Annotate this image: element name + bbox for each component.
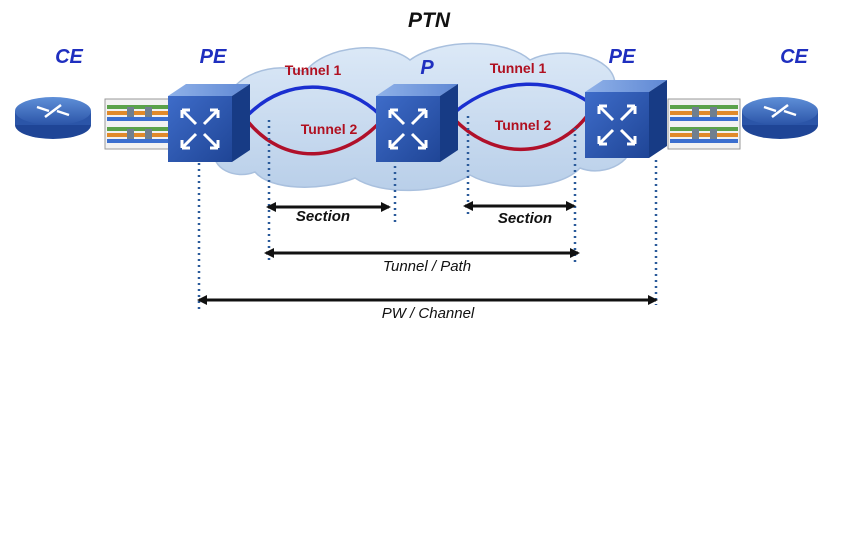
tunnel-lines xyxy=(243,82,592,156)
ce-right-router-icon xyxy=(742,97,818,139)
span-arrows xyxy=(197,201,658,305)
left-tunnel2-label: Tunnel 2 xyxy=(301,121,358,137)
right-tunnel1-line xyxy=(453,82,592,114)
tunnel-path-label-b: Path xyxy=(440,258,471,275)
pw-channel-label-b: Channel xyxy=(418,305,475,322)
left-tunnel1-line xyxy=(243,85,382,120)
right-tunnel2-label: Tunnel 2 xyxy=(495,117,552,133)
left-tunnel1-label: Tunnel 1 xyxy=(285,62,342,78)
pe-right-label: PE xyxy=(609,46,636,68)
left-tunnel2-line xyxy=(243,116,382,156)
ptn-title: PTN xyxy=(408,9,451,32)
pw-channel-label-a: PW xyxy=(382,305,408,322)
section-right-label: Section xyxy=(498,210,552,227)
pe-left-switch-icon xyxy=(168,84,250,162)
ce-left-label: CE xyxy=(55,46,83,68)
cable-bundle-right-icon xyxy=(667,98,741,150)
pw-channel-label-sep: / xyxy=(409,305,416,322)
section-left-label: Section xyxy=(296,208,350,225)
tunnel-path-label-sep: / xyxy=(431,258,438,275)
p-label: P xyxy=(420,57,434,79)
tunnel-path-label-a: Tunnel xyxy=(383,258,428,275)
ce-right-label: CE xyxy=(780,46,808,68)
tunnel-path-label: Tunnel / Path xyxy=(383,258,471,275)
pe-right-switch-icon xyxy=(585,80,667,158)
p-switch-icon xyxy=(376,84,458,162)
pw-channel-label: PW / Channel xyxy=(382,305,475,322)
right-tunnel2-line xyxy=(453,110,592,152)
right-tunnel1-label: Tunnel 1 xyxy=(490,60,547,76)
ce-left-router-icon xyxy=(15,97,91,139)
cable-bundle-left-icon xyxy=(104,98,174,150)
pe-left-label: PE xyxy=(200,46,227,68)
